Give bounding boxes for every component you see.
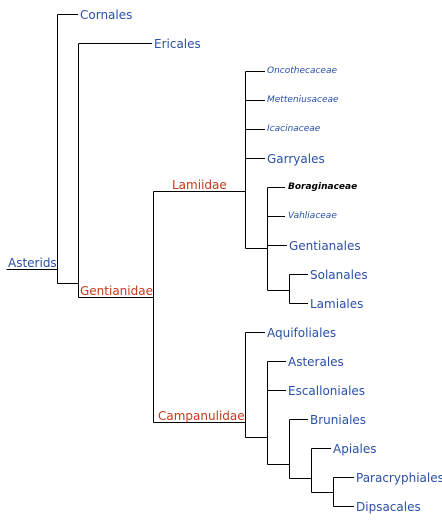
branch-lamianae	[267, 187, 290, 291]
taxon-link-solanales[interactable]: Solanales	[310, 268, 368, 282]
branch-campanulidae-2	[267, 361, 290, 465]
taxon-link-cornales[interactable]: Cornales	[80, 8, 133, 22]
clade-label-gentianidae[interactable]: Gentianidae	[80, 284, 153, 298]
clade-label-asterids[interactable]: Asterids	[8, 256, 57, 270]
clade-label-campanulidae[interactable]: Campanulidae	[158, 409, 245, 423]
taxon-link-oncothecaceae[interactable]: Oncothecaceae	[267, 66, 338, 76]
branch-campanulidae	[245, 332, 268, 438]
taxon-link-bruniales[interactable]: Bruniales	[310, 413, 367, 427]
taxon-link-metteniusaceae[interactable]: Metteniusaceae	[267, 95, 339, 105]
taxon-link-icacinaceae[interactable]: Icacinaceae	[267, 124, 321, 134]
taxon-link-garryales[interactable]: Garryales	[267, 152, 325, 166]
taxon-link-dipsacales[interactable]: Dipsacales	[356, 500, 421, 514]
clade-label-lamiidae[interactable]: Lamiidae	[172, 178, 227, 192]
branch-campanulidae-4	[289, 419, 312, 479]
taxon-link-vahliaceae[interactable]: Vahliaceae	[288, 211, 337, 221]
branch-campanulidae-6	[333, 477, 354, 507]
branch-lamiidae	[245, 71, 268, 249]
taxon-link-gentianales[interactable]: Gentianales	[289, 239, 361, 253]
taxon-link-escalloniales[interactable]: Escalloniales	[288, 384, 366, 398]
taxon-link-apiales[interactable]: Apiales	[333, 442, 377, 456]
branch-campanulidae-5	[311, 448, 334, 493]
branch-asterids	[57, 14, 79, 284]
taxon-link-ericales[interactable]: Ericales	[154, 37, 201, 51]
branch-core-asterids	[78, 43, 154, 298]
taxon-link-lamiales[interactable]: Lamiales	[310, 297, 364, 311]
branch-solanales-lamiales	[289, 274, 308, 304]
branch-gentianidae	[153, 191, 246, 423]
taxon-link-asterales[interactable]: Asterales	[288, 355, 344, 369]
taxon-current-boraginaceae: Boraginaceae	[288, 182, 358, 192]
taxon-link-aquifoliales[interactable]: Aquifoliales	[267, 326, 337, 340]
taxon-link-paracryphiales[interactable]: Paracryphiales	[356, 471, 442, 485]
